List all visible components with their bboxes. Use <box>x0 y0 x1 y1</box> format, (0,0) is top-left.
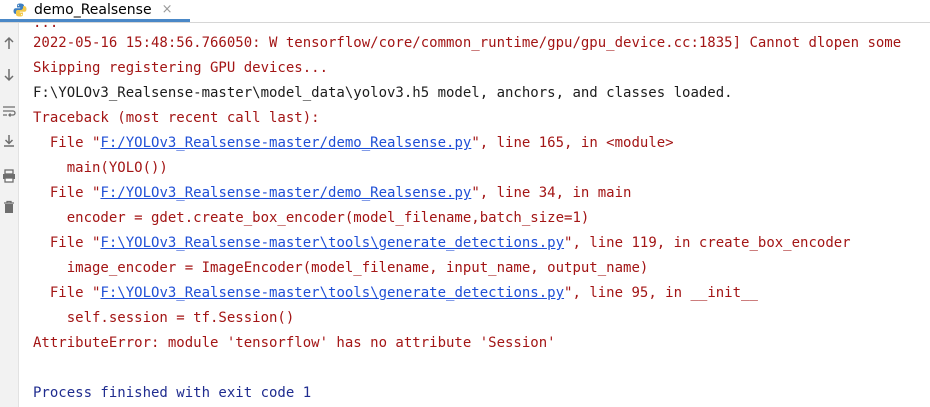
file-link[interactable]: F:/YOLOv3_Realsense-master/demo_Realsens… <box>100 185 472 201</box>
arrow-up-icon[interactable] <box>1 35 17 51</box>
console-toolbar <box>0 23 19 407</box>
traceback-frame: File "F:\YOLOv3_Realsense-master\tools\g… <box>33 235 851 251</box>
tab-title: demo_Realsense <box>34 1 152 18</box>
traceback-code: image_encoder = ImageEncoder(model_filen… <box>33 260 649 276</box>
tab-demo-realsense[interactable]: demo_Realsense × <box>0 0 190 22</box>
file-link[interactable]: F:/YOLOv3_Realsense-master/demo_Realsens… <box>100 135 472 151</box>
trash-icon[interactable] <box>1 199 17 215</box>
print-icon[interactable] <box>1 168 17 184</box>
console-line-warning: 2022-05-16 15:48:56.766050: W tensorflow… <box>33 35 902 51</box>
console-line-process-finished: Process finished with exit code 1 <box>33 385 312 401</box>
console-line-error: AttributeError: module 'tensorflow' has … <box>33 335 556 351</box>
clipped-previous-line: ... <box>33 23 58 29</box>
editor-tab-bar: demo_Realsense × <box>0 0 930 23</box>
soft-wrap-icon[interactable] <box>1 103 17 119</box>
traceback-frame: File "F:/YOLOv3_Realsense-master/demo_Re… <box>33 185 632 201</box>
traceback-code: main(YOLO()) <box>33 160 168 176</box>
traceback-code: self.session = tf.Session() <box>33 310 295 326</box>
close-icon[interactable]: × <box>161 2 173 17</box>
arrow-down-icon[interactable] <box>1 67 17 83</box>
console-line-skipping-gpu: Skipping registering GPU devices... <box>33 60 329 76</box>
python-file-icon <box>13 3 27 16</box>
file-link[interactable]: F:\YOLOv3_Realsense-master\tools\generat… <box>100 235 565 251</box>
console-line-model-loaded: F:\YOLOv3_Realsense-master\model_data\yo… <box>33 85 733 101</box>
console-line-traceback: Traceback (most recent call last): <box>33 110 320 126</box>
traceback-frame: File "F:/YOLOv3_Realsense-master/demo_Re… <box>33 135 674 151</box>
traceback-frame: File "F:\YOLOv3_Realsense-master\tools\g… <box>33 285 758 301</box>
run-console-output[interactable]: ... 2022-05-16 15:48:56.766050: W tensor… <box>33 23 930 407</box>
scroll-to-end-icon[interactable] <box>1 133 17 149</box>
file-link[interactable]: F:\YOLOv3_Realsense-master\tools\generat… <box>100 285 565 301</box>
traceback-code: encoder = gdet.create_box_encoder(model_… <box>33 210 590 226</box>
